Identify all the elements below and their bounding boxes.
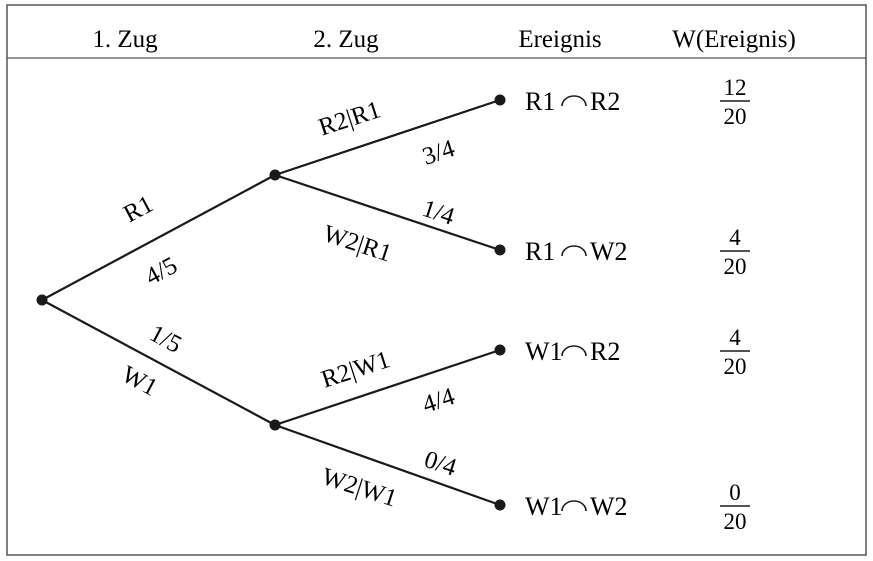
event-second-part: W2	[590, 492, 628, 521]
header-event: Ereignis	[518, 26, 601, 53]
event-second-part: R2	[590, 337, 620, 366]
edge-w1-r2	[274, 348, 501, 427]
branch-label-r1: R1	[119, 191, 157, 229]
branch-label-r2-given-w1: R2|W1	[318, 346, 393, 393]
branch-label-r2-given-r1: R2|R1	[315, 96, 384, 141]
header-second-draw: 2. Zug	[313, 26, 379, 53]
event-first-part: W1	[525, 492, 563, 521]
branch-label-w2-given-r1: W2|R1	[320, 220, 395, 267]
edge-root-r1	[41, 174, 276, 301]
intersection-icon	[561, 95, 587, 107]
branch-prob-r2-given-r1: 3/4	[419, 135, 458, 171]
event-first-part: R1	[525, 87, 555, 116]
node-r1	[269, 169, 281, 181]
node-w1	[269, 419, 281, 431]
probability-numerator: 4	[729, 225, 741, 250]
node-root	[36, 294, 48, 306]
event-second-part: W2	[590, 237, 628, 266]
node-leaf-w1w2	[494, 499, 506, 511]
probability-numerator: 12	[724, 75, 747, 100]
probability-numerator: 0	[729, 480, 741, 505]
probability-denominator: 20	[724, 104, 747, 129]
header-first-draw: 1. Zug	[92, 26, 158, 53]
branch-prob-w2-given-w1: 0/4	[421, 446, 460, 482]
intersection-icon	[561, 500, 587, 512]
table-frame	[6, 4, 867, 556]
header-event-probability: W(Ereignis)	[672, 26, 796, 53]
edge-root-w1	[41, 299, 276, 426]
branch-label-w1: W1	[117, 361, 162, 402]
intersection-icon	[561, 245, 587, 257]
intersection-icon	[561, 345, 587, 357]
probability-denominator: 20	[724, 354, 747, 379]
branch-prob-w1: 1/5	[145, 320, 186, 359]
node-leaf-w1r2	[494, 344, 506, 356]
branch-label-w2-given-w1: W2|W1	[318, 463, 400, 513]
tree-edges	[41, 98, 501, 507]
node-leaf-r1r2	[494, 94, 506, 106]
tree-nodes	[36, 94, 506, 511]
probability-numerator: 4	[729, 325, 741, 350]
event-first-part: R1	[525, 237, 555, 266]
edge-r1-r2	[274, 98, 501, 177]
probability-denominator: 20	[724, 254, 747, 279]
event-second-part: R2	[590, 87, 620, 116]
node-leaf-r1w2	[494, 244, 506, 256]
event-first-part: W1	[525, 337, 563, 366]
branch-prob-r1: 4/5	[141, 252, 182, 291]
edge-r1-w2	[274, 173, 501, 252]
probability-denominator: 20	[724, 509, 747, 534]
branch-prob-r2-given-w1: 4/4	[419, 383, 458, 419]
edge-w1-w2	[274, 423, 501, 507]
